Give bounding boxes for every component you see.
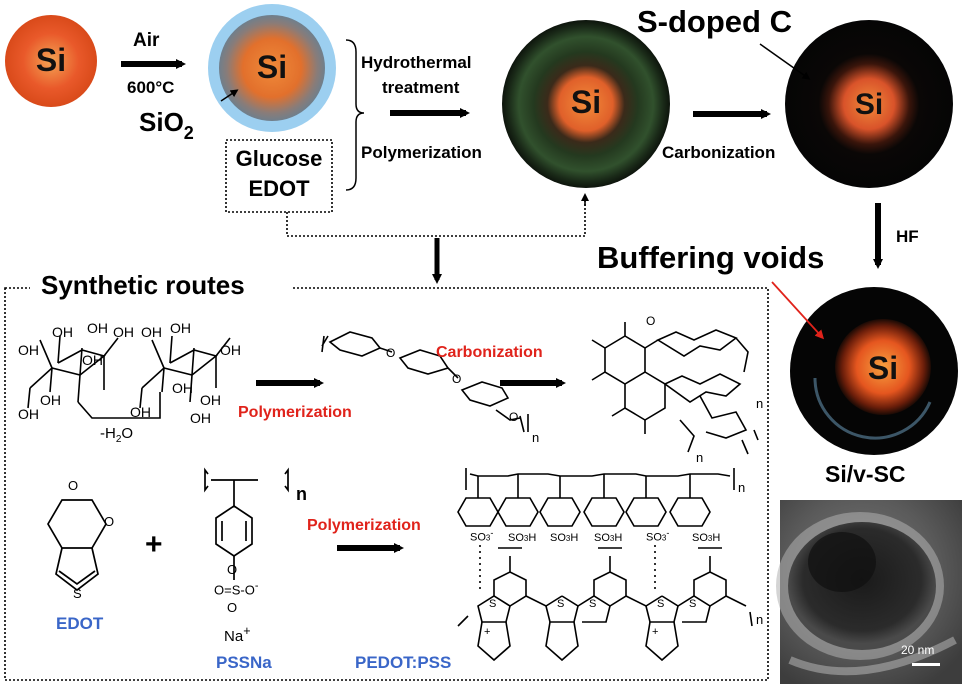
s-label: S — [589, 598, 597, 610]
glucose-structure — [27, 335, 231, 419]
polymer-coated-sphere — [502, 20, 670, 188]
oh-label: OH — [200, 392, 221, 408]
si-sphere — [5, 15, 97, 107]
water-removal-label: -H2O — [100, 425, 134, 445]
si-label-polymer: Si — [570, 84, 602, 120]
tem-image — [776, 500, 962, 684]
synthetic-routes-title: Synthetic routes — [41, 270, 245, 300]
edot-molecule — [47, 499, 107, 592]
process-brace — [345, 39, 365, 191]
edot-label: EDOT — [56, 614, 104, 633]
oh-label: OH — [87, 320, 108, 336]
oh-label: OH — [82, 352, 103, 368]
temperature-label: 600°C — [127, 78, 175, 97]
o-label: O — [646, 314, 656, 328]
plus-sign: + — [145, 528, 163, 561]
so3h-label: SO3H — [550, 532, 579, 544]
o-label: O — [104, 514, 115, 529]
carbonized-structure — [591, 322, 759, 455]
s-label: S — [689, 598, 697, 610]
pssna-label: PSSNa — [216, 653, 272, 672]
plus-charge: + — [652, 626, 659, 638]
oh-label: OH — [52, 324, 73, 340]
oh-label: OH — [170, 320, 191, 336]
oh-label: OH — [172, 380, 193, 396]
sodium-label: Na+ — [224, 624, 251, 645]
s-label: S — [657, 598, 665, 610]
o-label: O — [386, 346, 396, 360]
s-doped-c-label: S-doped C — [637, 4, 792, 39]
hf-label: HF — [896, 227, 919, 246]
sio2-core — [219, 15, 325, 121]
scale-bar-label: 20 nm — [901, 643, 935, 657]
pedot-pss-structure — [457, 468, 753, 662]
n-subscript: n — [296, 484, 307, 504]
oh-label: OH — [40, 392, 61, 408]
product-label: Si/v-SC — [825, 461, 906, 487]
n-subscript: n — [532, 430, 540, 445]
oh-label: OH — [113, 324, 134, 340]
so3h-label: SO3H — [692, 532, 721, 544]
n-subscript: n — [756, 396, 764, 411]
treatment-label: treatment — [382, 78, 460, 97]
polymerization-label: Polymerization — [361, 143, 482, 162]
s-label: S — [557, 598, 565, 610]
polymerization-route-label-2: Polymerization — [307, 517, 421, 534]
o-label: O — [509, 410, 519, 424]
synthetic-routes-frame — [4, 287, 769, 681]
s-label: S — [489, 598, 497, 610]
s-label: S — [73, 586, 82, 601]
edot-precursor-label: EDOT — [248, 176, 310, 201]
o-label: O — [452, 372, 462, 386]
air-label: Air — [133, 30, 160, 51]
si-label-yolk: Si — [867, 350, 899, 386]
carbonization-route-label: Carbonization — [436, 344, 543, 361]
si-label-sio2: Si — [256, 49, 288, 85]
pssna-molecule — [204, 467, 289, 580]
oh-label: OH — [220, 342, 241, 358]
plus-charge: + — [484, 626, 491, 638]
n-subscript: n — [738, 480, 746, 495]
void-pointer-arrow — [771, 281, 825, 340]
so3h-label: SO3H — [594, 532, 623, 544]
carbonization-label: Carbonization — [662, 143, 776, 162]
o-label: O — [68, 478, 79, 493]
polymerization-route-label: Polymerization — [238, 404, 352, 421]
oh-label: OH — [18, 342, 39, 358]
pedot-pss-label: PEDOT:PSS — [355, 653, 452, 672]
so3h-label: SO3H — [508, 532, 537, 544]
oh-label: OH — [190, 410, 211, 426]
carbon-coated-sphere — [785, 20, 953, 188]
o-label: O — [227, 562, 238, 577]
sio2-label: SiO2 — [139, 107, 194, 143]
oh-label: OH — [141, 324, 162, 340]
precursor-box — [225, 139, 333, 213]
buffering-voids-label: Buffering voids — [597, 240, 825, 275]
si-label: Si — [35, 42, 67, 78]
so3-minus-label: SO3- — [646, 528, 670, 544]
so3-minus-label: SO3- — [470, 528, 494, 544]
glucose-label: Glucose — [235, 146, 323, 171]
sulfonate-group: O=S-O- — [214, 580, 259, 598]
n-subscript: n — [756, 612, 764, 627]
si-label-carbon: Si — [854, 88, 884, 121]
yolk-core — [835, 319, 931, 415]
polysaccharide-chain — [321, 331, 529, 433]
n-subscript: n — [696, 450, 704, 465]
scale-bar — [912, 663, 940, 666]
hydrothermal-label: Hydrothermal — [361, 53, 472, 72]
oh-label: OH — [18, 406, 39, 422]
oh-label: OH — [130, 404, 151, 420]
o-label: O — [227, 600, 238, 615]
